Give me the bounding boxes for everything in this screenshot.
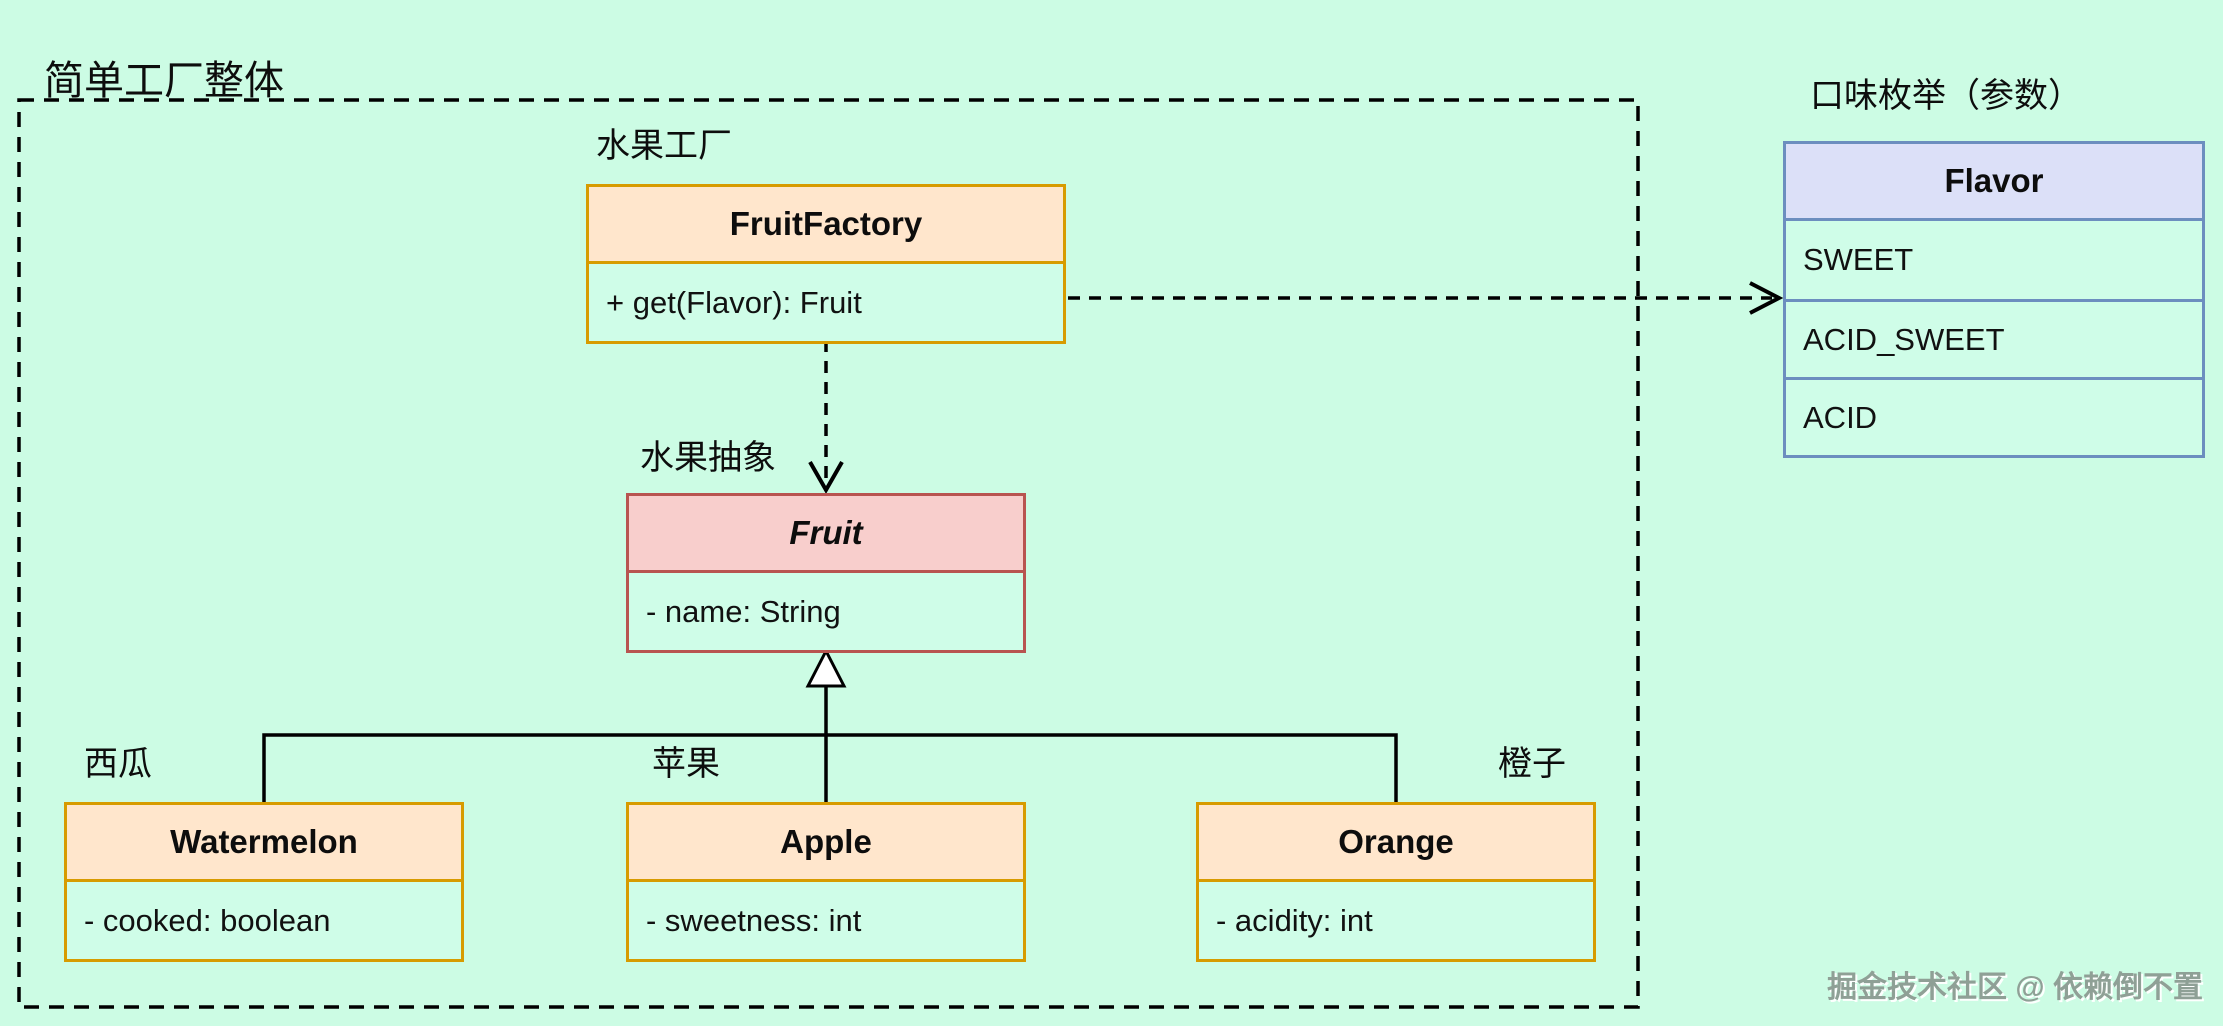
class-name-orange: Orange [1199, 805, 1593, 882]
class-name-fruit: Fruit [629, 496, 1023, 573]
class-member-apple-sweetness: - sweetness: int [646, 902, 862, 938]
enum-value-acid-sweet: ACID_SWEET [1786, 299, 2202, 377]
class-member-fruitfactory-get: + get(Flavor): Fruit [606, 284, 862, 320]
inheritance-connector-branch [262, 733, 1398, 802]
enum-value-sweet: SWEET [1803, 242, 1914, 277]
annotation-orange: 橙子 [1498, 745, 1566, 783]
inheritance-triangle-icon [805, 647, 847, 688]
dependency-arrow-factory-to-fruit-head [808, 461, 844, 495]
enum-box-flavor: Flavor SWEET ACID_SWEET ACID [1783, 141, 2205, 458]
class-box-watermelon: Watermelon - cooked: boolean [64, 802, 464, 962]
class-name-fruitfactory: FruitFactory [589, 187, 1063, 264]
annotation-fruit-factory: 水果工厂 [596, 127, 732, 165]
class-member-fruit-name: - name: String [646, 593, 841, 629]
class-box-fruitfactory: FruitFactory + get(Flavor): Fruit [586, 184, 1066, 344]
class-name-watermelon: Watermelon [67, 805, 461, 882]
class-box-orange: Orange - acidity: int [1196, 802, 1596, 962]
class-box-apple: Apple - sweetness: int [626, 802, 1026, 962]
class-member-watermelon-cooked: - cooked: boolean [84, 902, 331, 938]
watermark: 掘金技术社区 @ 依赖倒不置 [1827, 971, 2203, 1004]
class-box-fruit: Fruit - name: String [626, 493, 1026, 653]
page-title: 简单工厂整体 [44, 59, 284, 103]
enum-value-acid: ACID [1786, 377, 2202, 455]
annotation-flavor-enum: 口味枚举（参数） [1810, 77, 2082, 115]
annotation-fruit-abstract: 水果抽象 [640, 439, 776, 477]
class-member-orange-acidity: - acidity: int [1216, 902, 1373, 938]
annotation-apple: 苹果 [652, 745, 720, 783]
annotation-watermelon: 西瓜 [84, 745, 152, 783]
dependency-arrow-factory-to-flavor-head [1749, 281, 1784, 315]
class-name-apple: Apple [629, 805, 1023, 882]
enum-name-flavor: Flavor [1786, 144, 2202, 221]
